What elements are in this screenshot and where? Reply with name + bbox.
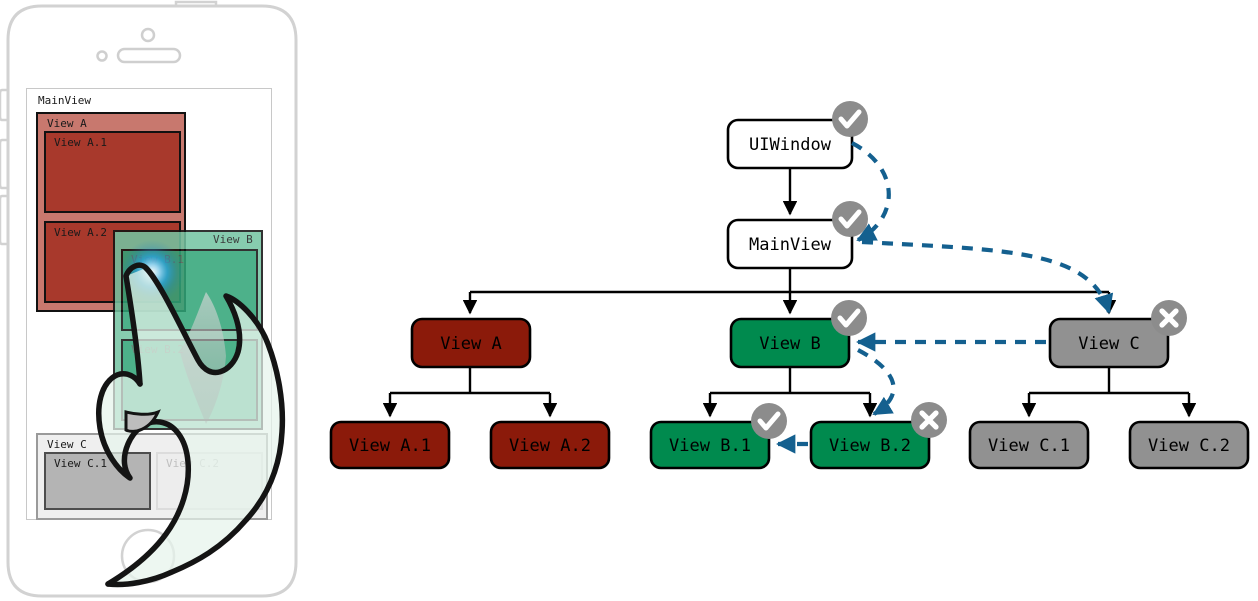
tree-node-view-b-1-label: View B.1 bbox=[669, 436, 751, 456]
front-camera-icon bbox=[140, 27, 156, 43]
tree-node-view-c-2[interactable]: View C.2 bbox=[1128, 420, 1250, 470]
screen-view-b-label: View B bbox=[213, 233, 253, 246]
proximity-sensor-icon bbox=[96, 50, 108, 62]
tree-node-view-a-2-label: View A.2 bbox=[509, 436, 591, 456]
flow-uiwindow-to-mainview bbox=[851, 141, 891, 242]
tree-node-view-c-label: View C bbox=[1078, 334, 1139, 354]
tree-node-view-b-label: View B bbox=[759, 334, 820, 354]
cross-icon bbox=[919, 410, 939, 430]
tree-node-view-c-2-label: View C.2 bbox=[1148, 436, 1230, 456]
check-icon bbox=[837, 308, 861, 328]
screen-view-c-label: View C bbox=[47, 438, 87, 451]
screen-mainview-label: MainView bbox=[38, 94, 91, 107]
screen-view-a-1-label: View A.1 bbox=[54, 136, 107, 149]
tree-node-view-b-2-label: View B.2 bbox=[829, 436, 911, 456]
tree-node-view-b-1[interactable]: View B.1 bbox=[649, 420, 771, 470]
hit-test-fail-badge-view-c bbox=[1151, 300, 1187, 336]
cross-icon bbox=[1159, 308, 1179, 328]
tree-node-view-c-1[interactable]: View C.1 bbox=[968, 420, 1090, 470]
volume-up-button bbox=[0, 138, 8, 190]
tree-node-view-c[interactable]: View C bbox=[1048, 317, 1170, 369]
check-icon bbox=[838, 209, 862, 229]
tree-node-mainview-label: MainView bbox=[749, 235, 832, 255]
tree-node-view-a-2[interactable]: View A.2 bbox=[489, 420, 611, 470]
hit-test-pass-badge-uiwindow bbox=[832, 101, 868, 137]
screen-view-a-1[interactable] bbox=[44, 131, 181, 213]
flow-view-b-to-view-b-2 bbox=[857, 348, 896, 416]
mute-switch-icon bbox=[0, 88, 8, 122]
volume-down-button bbox=[0, 194, 8, 246]
check-icon bbox=[838, 109, 862, 129]
tree-node-view-a-1[interactable]: View A.1 bbox=[329, 420, 451, 470]
tree-node-uiwindow-label: UIWindow bbox=[749, 135, 832, 155]
hit-test-fail-badge-view-b-2 bbox=[911, 402, 947, 438]
flow-mainview-to-view-c bbox=[861, 239, 1114, 314]
hit-test-pass-badge-view-b bbox=[831, 300, 867, 336]
hand-touch-gesture bbox=[96, 262, 286, 588]
hit-test-pass-badge-mainview bbox=[832, 201, 868, 237]
power-button bbox=[174, 0, 218, 6]
earpiece-speaker-icon bbox=[116, 47, 182, 64]
hit-test-pass-badge-view-b-1 bbox=[751, 403, 787, 439]
tree-node-view-b[interactable]: View B bbox=[729, 317, 851, 369]
tree-node-view-c-1-label: View C.1 bbox=[988, 436, 1070, 456]
tree-node-view-b-2[interactable]: View B.2 bbox=[809, 420, 931, 470]
screen-view-a[interactable]: View A View A.1 View A.2 bbox=[36, 112, 186, 312]
tree-node-view-a-1-label: View A.1 bbox=[349, 436, 431, 456]
tree-node-view-a[interactable]: View A bbox=[410, 317, 532, 369]
tree-node-uiwindow[interactable]: UIWindow bbox=[726, 118, 854, 170]
screen-view-a-label: View A bbox=[47, 117, 87, 130]
screen-view-c-1-label: View C.1 bbox=[54, 457, 107, 470]
screen-view-a-2-label: View A.2 bbox=[54, 226, 107, 239]
tree-connectors bbox=[382, 168, 1197, 418]
check-icon bbox=[757, 411, 781, 431]
tree-node-mainview[interactable]: MainView bbox=[726, 218, 854, 270]
screen-view-c-1[interactable] bbox=[44, 452, 151, 510]
tree-node-view-a-label: View A bbox=[440, 334, 501, 354]
hit-test-flow bbox=[776, 141, 1114, 454]
